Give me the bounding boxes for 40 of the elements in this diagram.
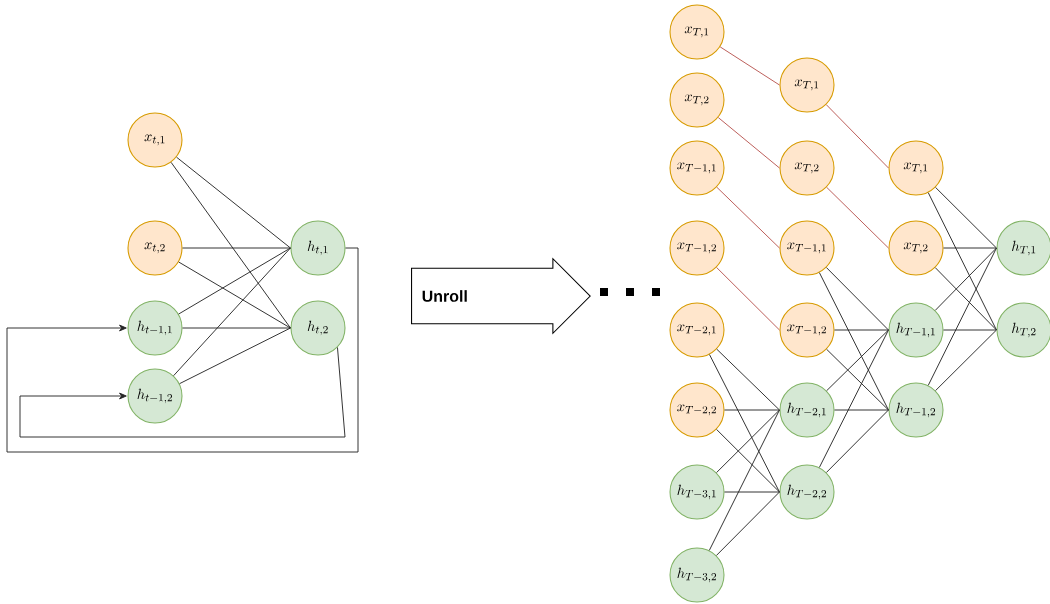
connection-line <box>173 247 291 377</box>
arrow <box>6 247 359 453</box>
connection-line <box>943 247 997 249</box>
connection-line <box>719 46 780 86</box>
connection-line <box>724 491 780 493</box>
connection-line <box>825 267 889 331</box>
connection-line <box>716 409 780 474</box>
connection-line <box>182 247 291 249</box>
connection-line <box>927 192 997 331</box>
connection-line <box>716 348 780 411</box>
connection-line <box>934 267 997 331</box>
connection-line <box>179 327 291 385</box>
connection-line <box>818 272 889 411</box>
connection-line <box>717 117 780 169</box>
connection-line <box>178 261 291 329</box>
connection-line <box>176 156 291 249</box>
connection-line <box>818 329 889 468</box>
connection-line <box>834 409 889 411</box>
connection-line <box>178 247 291 315</box>
connection-line <box>935 329 997 392</box>
connection-line <box>826 348 889 411</box>
connection-line <box>708 409 780 551</box>
connection-line <box>724 409 780 411</box>
connection-line <box>943 329 997 331</box>
connection-line <box>825 104 889 169</box>
connection-line <box>709 354 780 493</box>
connection-line <box>834 329 889 331</box>
connection-line <box>170 161 291 329</box>
arrow <box>19 347 346 438</box>
connection-line <box>716 266 780 331</box>
connection-line <box>927 247 997 386</box>
connection-line <box>716 186 780 249</box>
connection-line <box>715 491 780 556</box>
connection-line <box>935 186 997 249</box>
connection-line <box>716 428 780 493</box>
connection-line <box>182 327 291 329</box>
connection-line <box>825 409 889 473</box>
connection-line <box>826 186 889 249</box>
connection-line <box>934 247 997 311</box>
connection-line <box>826 329 889 392</box>
